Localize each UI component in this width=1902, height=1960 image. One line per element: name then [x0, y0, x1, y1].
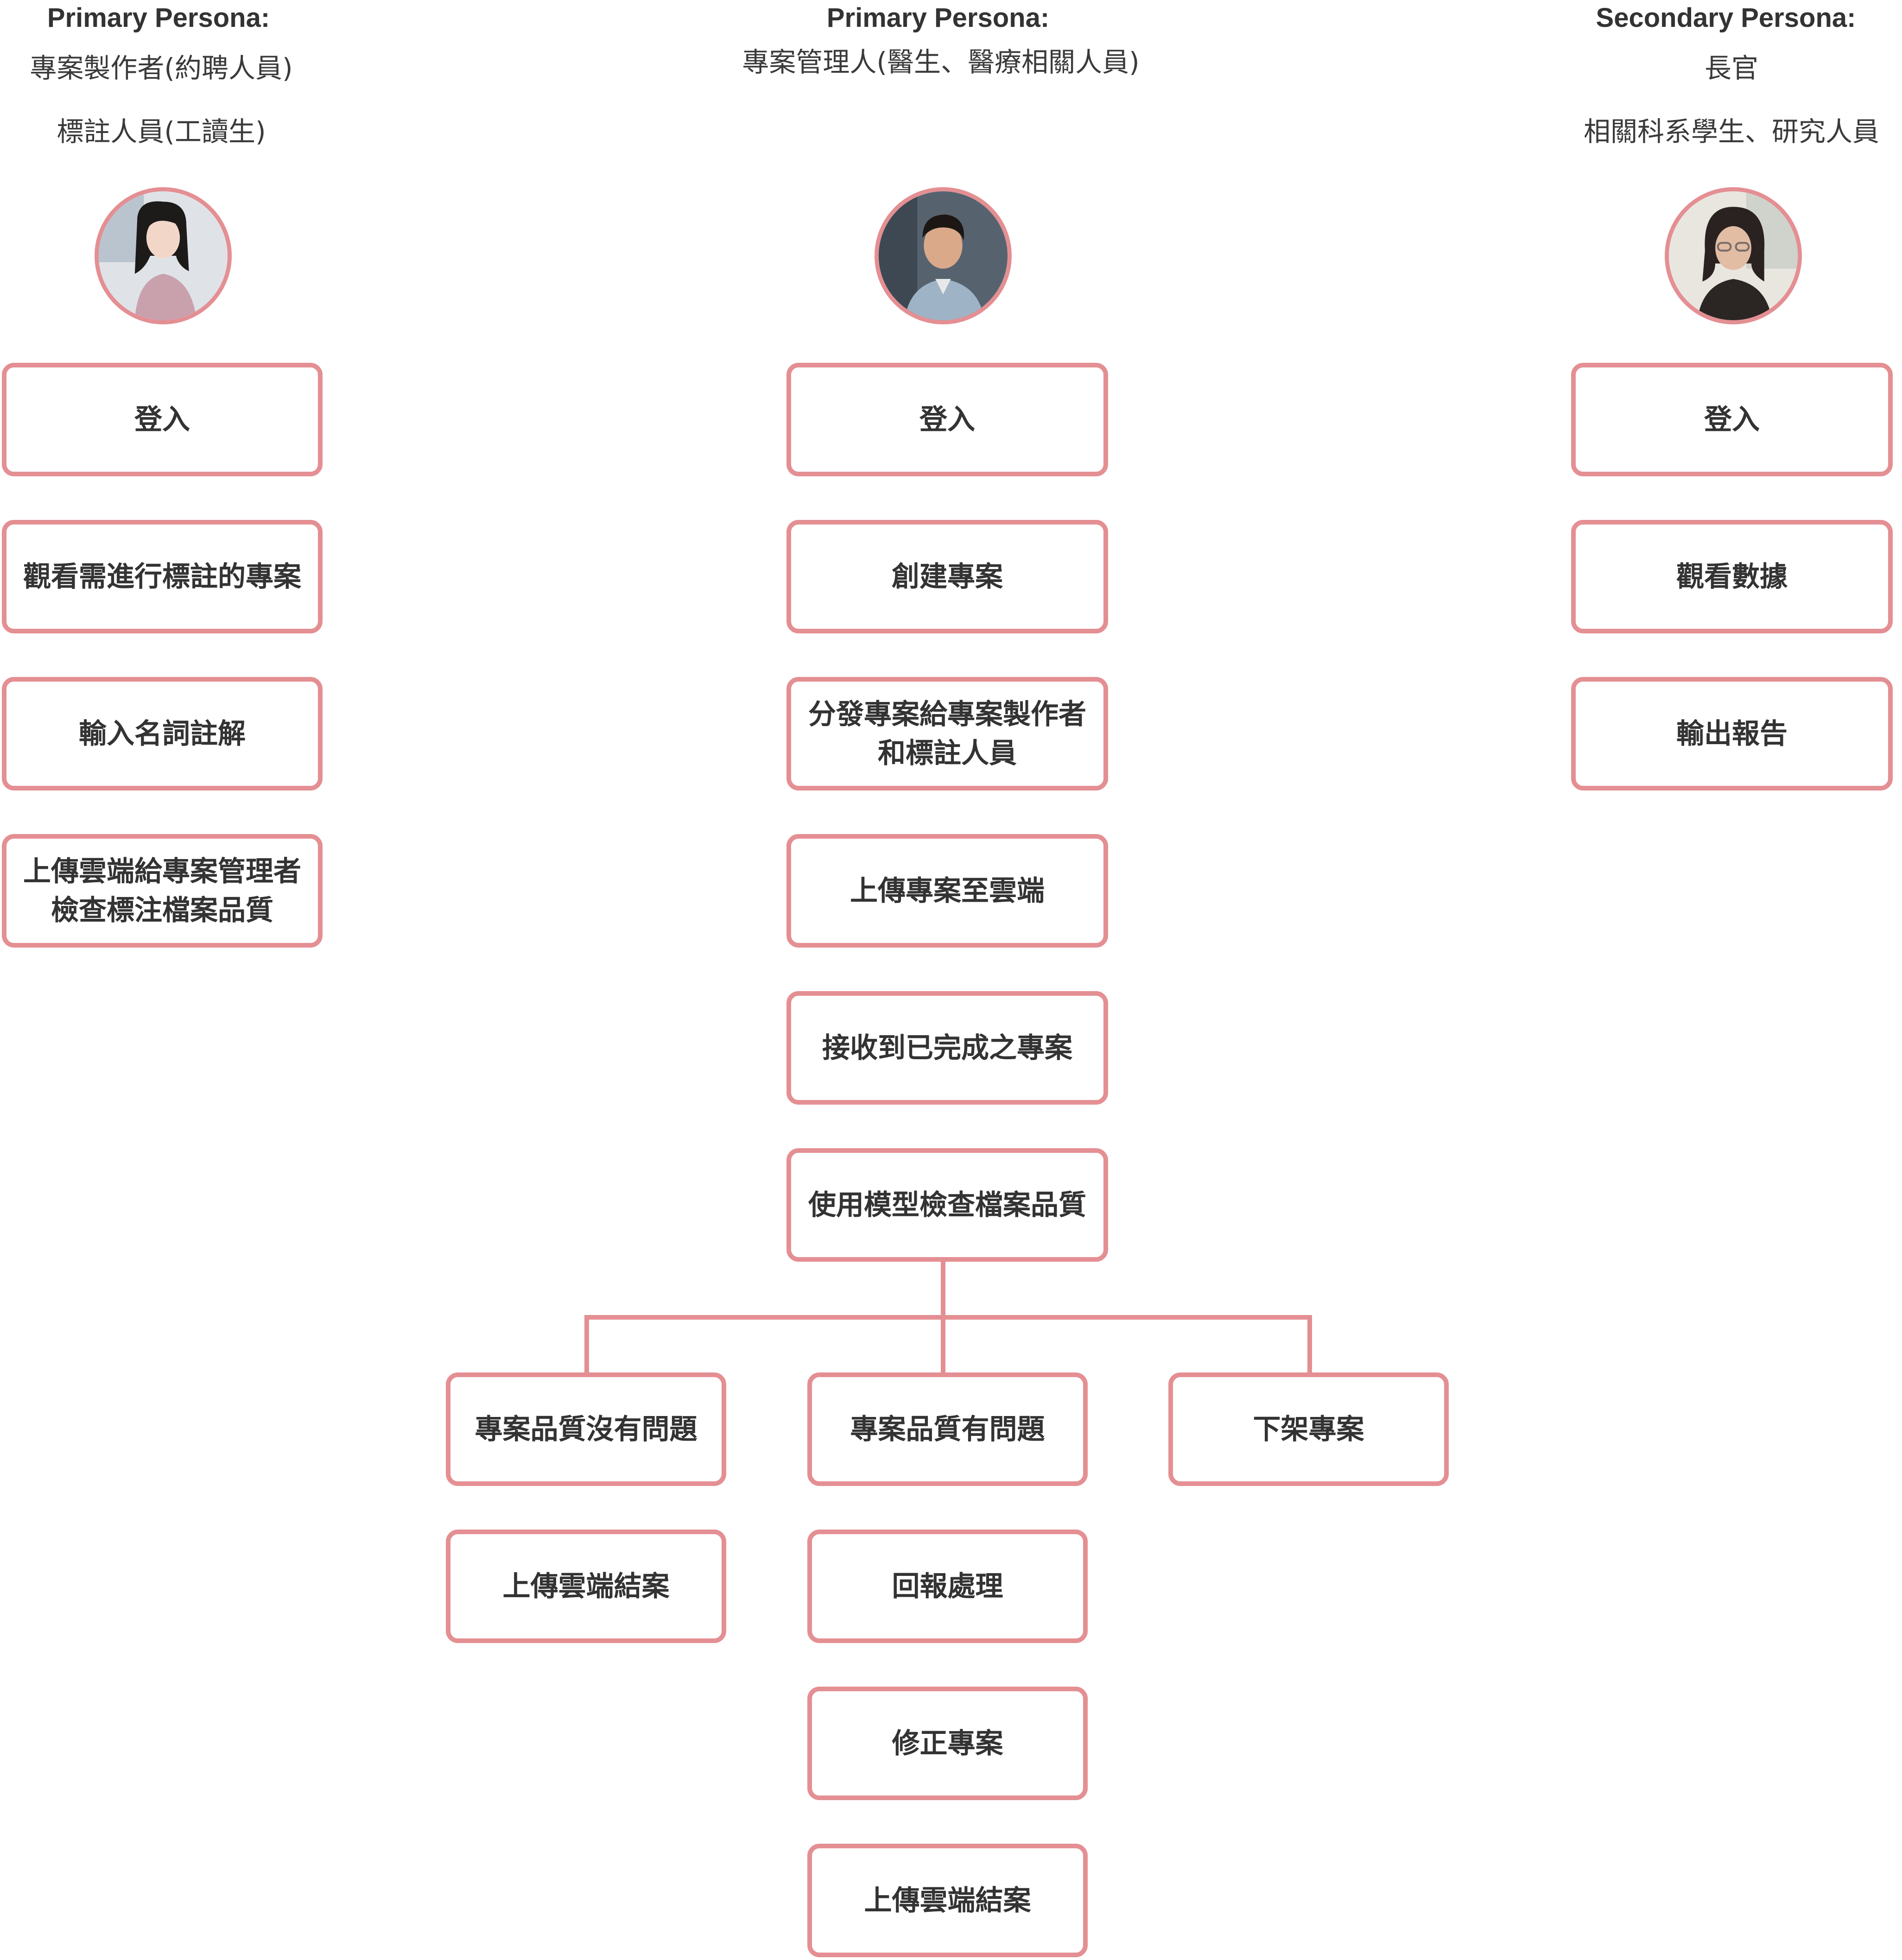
p2-step-model-check: 使用模型檢查檔案品質	[786, 1148, 1108, 1262]
p1-step-login: 登入	[2, 363, 323, 476]
p1-step-upload-cloud-label-1: 上傳雲端給專案管理者	[23, 855, 301, 888]
p2-step-receive-completed-label: 接收到已完成之專案	[822, 1031, 1072, 1064]
p2-step-distribute-project-label-2: 和標註人員	[878, 737, 1017, 770]
persona-3-title: Secondary Persona:	[1596, 3, 1856, 33]
persona-1-role-2: 標註人員(工讀生)	[57, 116, 266, 147]
persona-2-role-1: 專案管理人(醫生、醫療相關人員)	[742, 46, 1140, 78]
branch-no-issue-label: 專案品質沒有問題	[475, 1413, 697, 1446]
p2-step-login: 登入	[786, 363, 1108, 476]
p2-step-upload-project: 上傳專案至雲端	[786, 834, 1108, 948]
branch-connector-left	[584, 1315, 589, 1374]
branch-has-issue: 專案品質有問題	[807, 1372, 1088, 1486]
branch-no-issue: 專案品質沒有問題	[446, 1372, 726, 1486]
persona-3-role-1: 長官	[1704, 52, 1759, 84]
p2-step-upload-project-label: 上傳專案至雲端	[850, 874, 1045, 907]
branch-take-down-label: 下架專案	[1253, 1413, 1364, 1446]
woman-avatar-icon	[95, 187, 232, 324]
p1-step-view-projects-label: 觀看需進行標註的專案	[23, 560, 301, 593]
p3-step-view-data: 觀看數據	[1571, 520, 1893, 633]
p1-step-enter-annotations-label: 輸入名詞註解	[79, 717, 246, 750]
p3-step-login-label: 登入	[1704, 403, 1760, 436]
p1-step-upload-cloud-label-2: 檢查標注檔案品質	[51, 894, 273, 927]
p2-step-distribute-project: 分發專案給專案製作者 和標註人員	[786, 677, 1108, 790]
p2-step-receive-completed: 接收到已完成之專案	[786, 991, 1108, 1105]
branch-take-down: 下架專案	[1168, 1372, 1449, 1486]
p2-step-distribute-project-label-1: 分發專案給專案製作者	[808, 698, 1086, 731]
p2-step-model-check-label: 使用模型檢查檔案品質	[808, 1189, 1086, 1221]
older-woman-avatar-icon	[1665, 187, 1802, 324]
persona-1-role-1: 專案製作者(約聘人員)	[30, 52, 293, 84]
p2-step-create-project: 創建專案	[786, 520, 1108, 633]
branch-has-issue-fix: 修正專案	[807, 1687, 1088, 1800]
branch-has-issue-report: 回報處理	[807, 1530, 1088, 1643]
branch-connector-right	[1307, 1315, 1312, 1374]
p1-step-login-label: 登入	[134, 403, 190, 436]
branch-no-issue-upload-close: 上傳雲端結案	[446, 1530, 726, 1643]
p3-step-export-report-label: 輸出報告	[1676, 717, 1788, 750]
persona-3-role-2: 相關科系學生、研究人員	[1583, 116, 1880, 147]
branch-has-issue-upload-close: 上傳雲端結案	[807, 1844, 1088, 1957]
p3-step-export-report: 輸出報告	[1571, 677, 1893, 790]
p3-step-login: 登入	[1571, 363, 1893, 476]
persona-2-title: Primary Persona:	[826, 3, 1050, 33]
p1-step-view-projects: 觀看需進行標註的專案	[2, 520, 323, 633]
man-avatar-icon	[875, 187, 1012, 324]
p1-step-upload-cloud: 上傳雲端給專案管理者 檢查標注檔案品質	[2, 834, 323, 948]
branch-has-issue-upload-close-label: 上傳雲端結案	[864, 1884, 1031, 1917]
persona-1-title: Primary Persona:	[47, 3, 270, 33]
p1-step-enter-annotations: 輸入名詞註解	[2, 677, 323, 790]
branch-no-issue-upload-close-label: 上傳雲端結案	[502, 1570, 670, 1603]
branch-has-issue-label: 專案品質有問題	[850, 1413, 1045, 1446]
p2-step-login-label: 登入	[919, 403, 975, 436]
branch-has-issue-fix-label: 修正專案	[892, 1727, 1003, 1760]
p3-step-view-data-label: 觀看數據	[1676, 560, 1788, 593]
branch-connector-horizontal	[584, 1315, 1312, 1320]
branch-has-issue-report-label: 回報處理	[892, 1570, 1003, 1603]
p2-step-create-project-label: 創建專案	[892, 560, 1003, 593]
